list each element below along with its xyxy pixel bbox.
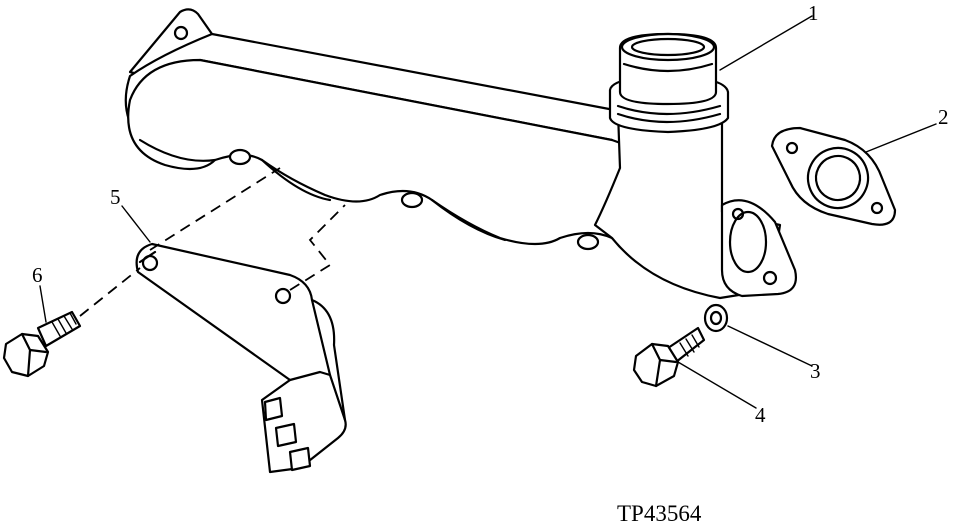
bracket-slot bbox=[274, 422, 298, 448]
bracket-hole-1 bbox=[141, 254, 159, 272]
outlet-pipe-band bbox=[622, 62, 714, 73]
washer-hole bbox=[709, 310, 723, 326]
cap-screw-long bbox=[2, 310, 82, 378]
leader-3 bbox=[727, 325, 813, 367]
outlet-flange-bolt-hole bbox=[731, 207, 745, 221]
collar-groove bbox=[616, 104, 722, 116]
assembly-line-bracket-hole-2 bbox=[289, 204, 346, 291]
port-boss bbox=[400, 191, 424, 209]
leader-6 bbox=[39, 285, 47, 323]
outlet-flange-bolt-hole bbox=[762, 270, 778, 286]
bracket-slot bbox=[288, 446, 312, 472]
callout-1: 1 bbox=[808, 1, 819, 25]
callout-2: 2 bbox=[938, 105, 949, 129]
screw-4-threads bbox=[679, 334, 700, 357]
callout-leaders bbox=[39, 15, 937, 409]
runner-edge-2 bbox=[260, 158, 332, 202]
assembly-line-bracket-hole-1 bbox=[149, 167, 281, 251]
callout-4: 4 bbox=[755, 403, 766, 427]
outlet-pipe-bore bbox=[630, 37, 706, 57]
assembly-lines bbox=[79, 167, 346, 317]
collar-groove bbox=[616, 112, 722, 124]
outlet-flange-port bbox=[728, 210, 768, 274]
assembly-line-screw-6 bbox=[79, 267, 141, 317]
leader-4 bbox=[677, 361, 757, 409]
port-boss bbox=[228, 148, 252, 166]
gasket-port-inner bbox=[814, 154, 862, 202]
gasket-bolt-hole bbox=[870, 201, 884, 215]
bracket-side-edge bbox=[310, 298, 347, 422]
gasket-body bbox=[770, 126, 897, 226]
leader-1 bbox=[719, 15, 813, 71]
runner-edge-1 bbox=[138, 138, 217, 162]
callout-labels: 1 2 3 4 5 6 bbox=[32, 1, 949, 427]
gasket-bolt-hole bbox=[785, 141, 799, 155]
washer-outer bbox=[703, 303, 729, 333]
bracket-bend bbox=[288, 370, 332, 382]
callout-6: 6 bbox=[32, 263, 43, 287]
flange-bolt-hole bbox=[173, 25, 189, 41]
cap-screw-short bbox=[632, 326, 706, 388]
screw-6-head bbox=[2, 332, 50, 378]
leader-2 bbox=[865, 123, 937, 153]
runner-edge-3 bbox=[430, 198, 507, 242]
screw-4-head bbox=[632, 342, 680, 388]
outlet-flange bbox=[720, 199, 797, 298]
washer bbox=[703, 303, 729, 333]
leader-5 bbox=[121, 205, 151, 243]
exhaust-manifold bbox=[124, 8, 797, 300]
callout-5: 5 bbox=[110, 185, 121, 209]
port-boss bbox=[576, 233, 600, 251]
lift-bracket bbox=[135, 242, 347, 474]
gasket-port bbox=[806, 146, 870, 210]
screw-4-head-facets bbox=[650, 342, 678, 388]
manifold-runners bbox=[127, 58, 642, 246]
screw-6-threads bbox=[51, 312, 77, 337]
outlet-gasket bbox=[770, 126, 897, 226]
screw-6-head-facets bbox=[20, 332, 48, 378]
screw-6-shank bbox=[36, 310, 82, 348]
bracket-plate bbox=[135, 242, 347, 474]
bracket-hole-2 bbox=[274, 287, 292, 305]
callout-3: 3 bbox=[810, 359, 821, 383]
bracket-slot bbox=[263, 396, 284, 422]
figure-code: TP43564 bbox=[617, 501, 702, 523]
